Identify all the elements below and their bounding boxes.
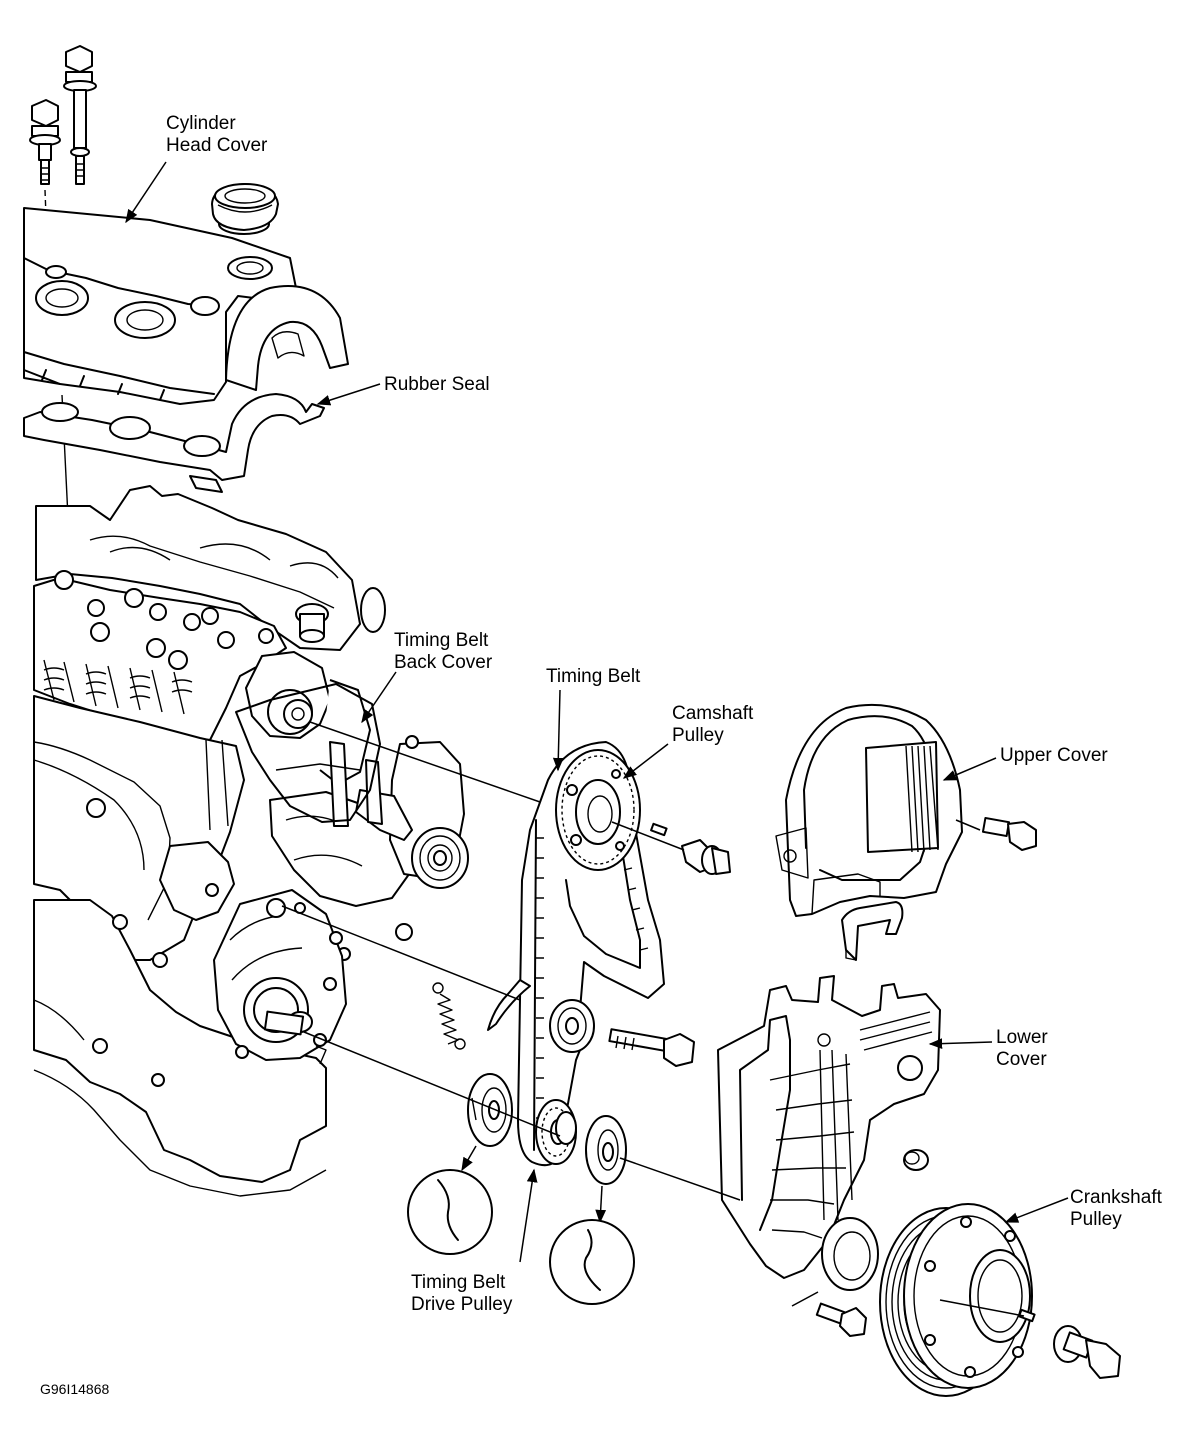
cylinder-head-cover [23, 207, 349, 405]
lower-cover-bolt [791, 1291, 867, 1337]
label-timing-belt-drive-pulley: Timing Belt Drive Pulley [411, 1272, 513, 1315]
svg-text:Timing Belt: Timing Belt [411, 1272, 506, 1293]
upper-cover-bolt [955, 817, 1037, 851]
svg-text:Timing Belt: Timing Belt [394, 630, 489, 651]
svg-text:Cylinder: Cylinder [166, 113, 236, 134]
camshaft-pulley-bolt [611, 821, 731, 875]
belt-tensioner [432, 979, 695, 1067]
tensioner-bolt [608, 1028, 695, 1067]
label-rubber-seal: Rubber Seal [384, 374, 490, 395]
guide-plate-detail-front [549, 1185, 635, 1305]
guide-plate-detail-rear [407, 1145, 493, 1255]
head-cover-bolts [29, 45, 97, 641]
timing-belt-drive-pulley [535, 1099, 577, 1165]
assembly-lines [281, 721, 1025, 1317]
belt-guide-plate-front [585, 1115, 627, 1185]
leader-lines [125, 161, 1069, 1263]
label-cylinder-head-cover: Cylinder Head Cover [166, 113, 268, 156]
crankshaft-pulley [879, 1203, 1033, 1397]
camshaft-pulley [555, 749, 641, 871]
svg-text:Pulley: Pulley [1070, 1209, 1122, 1230]
lower-cover-seal-ring [821, 1217, 879, 1291]
crankshaft-pulley-bolt [1018, 1308, 1121, 1379]
svg-text:Lower: Lower [996, 1027, 1048, 1048]
oil-filler-cap [211, 183, 279, 235]
lower-cover-grommet [903, 1149, 929, 1171]
label-upper-cover: Upper Cover [1000, 745, 1108, 766]
svg-text:Head Cover: Head Cover [166, 135, 268, 156]
lower-cover [717, 975, 941, 1337]
label-crankshaft-pulley: Crankshaft Pulley [1070, 1187, 1163, 1230]
svg-text:Pulley: Pulley [672, 725, 724, 746]
svg-text:Crankshaft: Crankshaft [1070, 1187, 1163, 1208]
label-lower-cover: Lower Cover [996, 1027, 1048, 1070]
label-camshaft-pulley: Camshaft Pulley [672, 703, 754, 746]
label-timing-belt-back-cover: Timing Belt Back Cover [394, 630, 493, 673]
upper-cover [775, 703, 1037, 917]
svg-text:Back Cover: Back Cover [394, 652, 493, 673]
tensioner-spring [432, 982, 466, 1050]
rubber-seal [23, 393, 325, 493]
upper-cover-seal [841, 901, 904, 961]
svg-text:Cover: Cover [996, 1049, 1047, 1070]
engine-block [33, 485, 469, 1197]
belt-guide-plate-rear [467, 1073, 513, 1147]
figure-code: G96I14868 [40, 1381, 109, 1397]
svg-text:Camshaft: Camshaft [672, 703, 754, 724]
valve-springs [43, 570, 274, 715]
label-timing-belt: Timing Belt [546, 666, 641, 687]
head-cover-bolt-right [63, 45, 97, 185]
svg-text:Drive Pulley: Drive Pulley [411, 1294, 513, 1315]
head-cover-bolt-left [29, 99, 61, 185]
timing-belt-back-cover [235, 683, 381, 823]
